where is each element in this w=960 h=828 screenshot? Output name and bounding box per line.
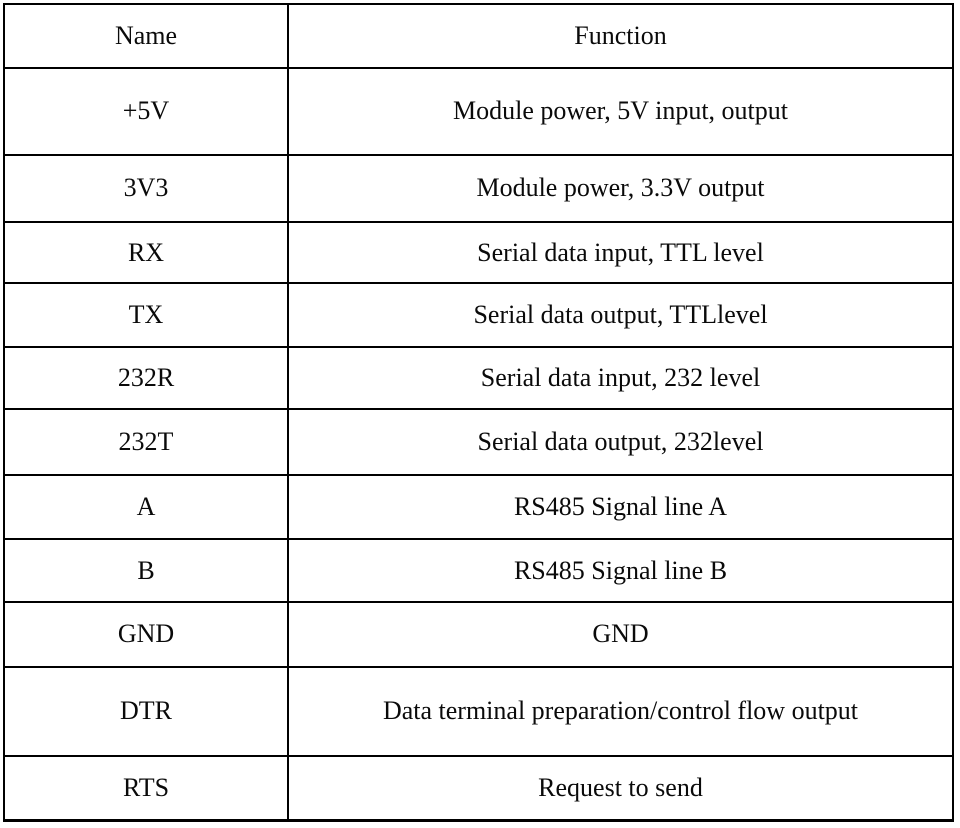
pin-name-cell: RX xyxy=(3,220,289,285)
pin-name-cell: RTS xyxy=(3,755,289,822)
pin-name-cell: TX xyxy=(3,282,289,348)
pin-function-cell: Module power, 3.3V output xyxy=(287,153,954,223)
pin-function-cell: Request to send xyxy=(287,755,954,822)
pin-name-cell: B xyxy=(3,537,289,604)
pin-function-cell: Serial data input, 232 level xyxy=(287,345,954,411)
pin-function-cell: Serial data input, TTL level xyxy=(287,220,954,285)
pin-name-cell: A xyxy=(3,474,289,540)
table-header: Name Function xyxy=(3,3,954,69)
pin-name-cell: 232T xyxy=(3,407,289,477)
pin-function-cell: RS485 Signal line B xyxy=(287,537,954,604)
pin-function-cell: Serial data output, 232level xyxy=(287,407,954,477)
pin-function-cell: Data terminal preparation/control flow o… xyxy=(287,665,954,758)
pin-function-cell: Module power, 5V input, output xyxy=(287,67,954,156)
pin-name-cell: 3V3 xyxy=(3,153,289,223)
pin-function-cell: Serial data output, TTLlevel xyxy=(287,282,954,348)
pin-name-cell: GND xyxy=(3,601,289,668)
header-cell-function: Function xyxy=(287,3,954,69)
pin-name-cell: 232R xyxy=(3,345,289,411)
pin-name-cell: +5V xyxy=(3,67,289,156)
pin-function-cell: RS485 Signal line A xyxy=(287,474,954,540)
header-cell-name: Name xyxy=(3,3,289,69)
pin-function-cell: GND xyxy=(287,601,954,668)
header-row: Name Function xyxy=(3,3,954,69)
pin-name-cell: DTR xyxy=(3,665,289,758)
